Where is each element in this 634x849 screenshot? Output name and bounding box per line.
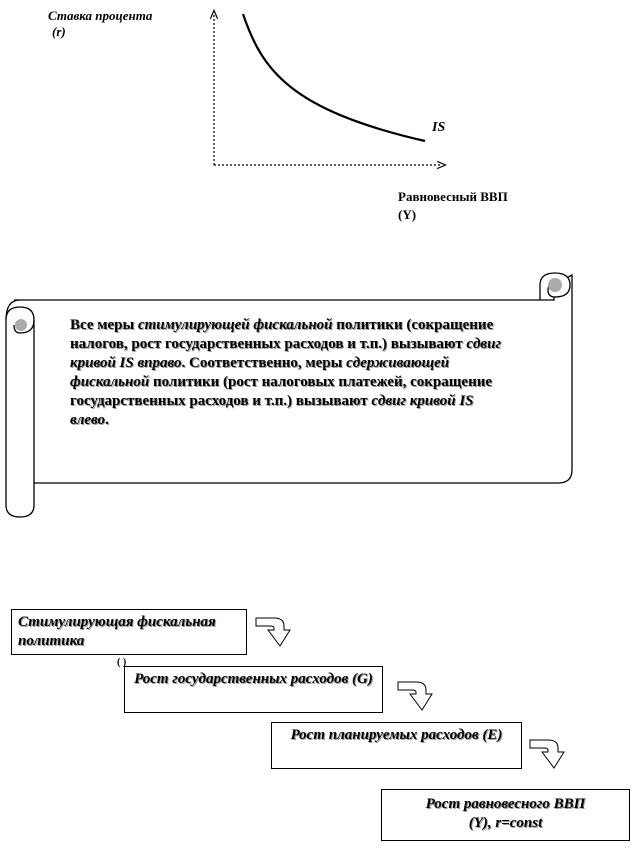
scroll-text-emphasis: сдвиг кривой IS вправо <box>70 336 501 371</box>
y-axis-label-line1: Ставка процента <box>48 8 153 23</box>
flow-step4-line2: (Y), r=const <box>468 815 543 831</box>
scroll-shape <box>5 272 573 518</box>
scroll-text-part: . <box>105 412 109 428</box>
scroll-text-part: политики (сокращение налогов, рост госуд… <box>70 317 494 352</box>
y-axis-label: Ставка процента (r) <box>48 8 152 40</box>
flow-step-equilibrium-gdp: Рост равновесного ВВП (Y), r=const <box>381 789 630 841</box>
scroll-text-part: политики (рост налоговых платежей, сокра… <box>70 374 493 409</box>
is-curve <box>241 13 426 143</box>
scroll-text-part: . Соответственно, меры <box>181 355 347 371</box>
y-axis-label-line2: (r) <box>52 24 66 39</box>
scroll-text-part: Все меры <box>70 317 138 333</box>
flow-step4-line1: Рост равновесного ВВП <box>425 796 586 812</box>
flow-step-government-spending: Рост государственных расходов (G) <box>124 666 383 713</box>
is-curve-graph <box>0 0 634 240</box>
scroll-text-emphasis: сдерживающей фискальной <box>70 355 450 390</box>
flow-step-stimulating-policy: Стимулирующая фискальная политика <box>11 609 247 655</box>
flow-arrows <box>255 617 565 769</box>
bent-arrow-icon <box>397 681 433 711</box>
is-curve-label: IS <box>432 120 446 135</box>
stray-mark: ( ) <box>117 657 127 668</box>
flow-step-planned-expenditure: Рост планируемых расходов (E) <box>271 722 522 769</box>
bent-arrow-icon <box>529 739 565 769</box>
scroll-text-emphasis: сдвиг кривой IS влево <box>70 393 474 428</box>
x-axis-label-line2: (Y) <box>398 207 417 222</box>
bent-arrow-icon <box>255 617 291 647</box>
scroll-text: Все меры стимулирующей фискальной полити… <box>70 316 510 430</box>
x-axis-label-line1: Равновесный ВВП <box>398 189 508 204</box>
scroll-text-emphasis: стимулирующей фискальной <box>137 317 333 333</box>
x-axis-label: Равновесный ВВП (Y) <box>398 188 508 224</box>
